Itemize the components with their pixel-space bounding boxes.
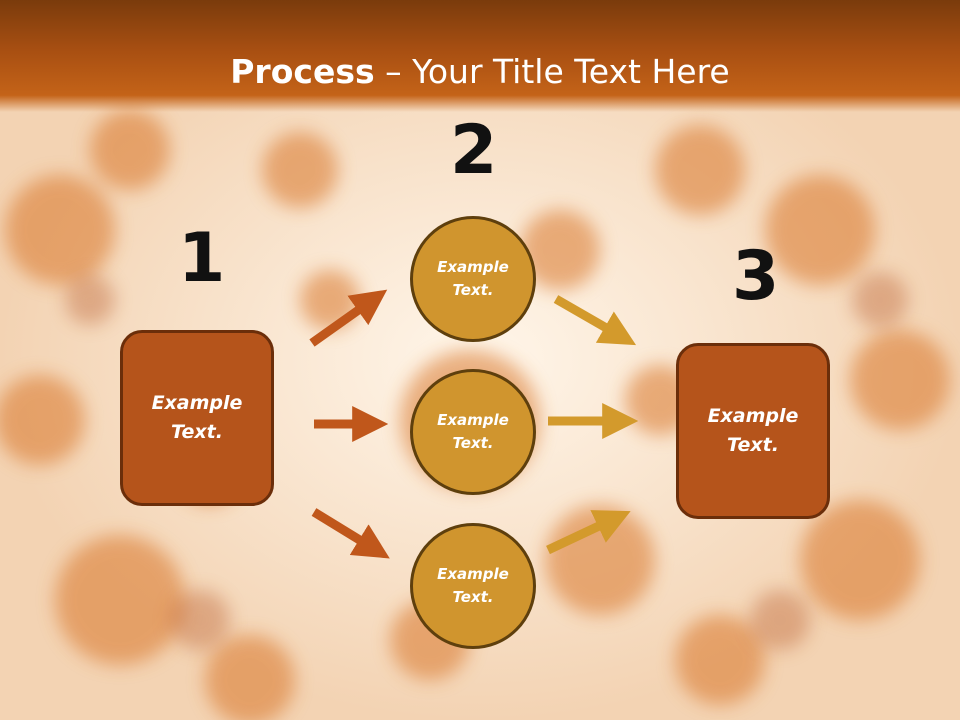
right-box-line1: Example: [707, 405, 799, 427]
step-number-2: 2: [450, 111, 498, 190]
circle-middle-text: Example Text.: [423, 409, 523, 455]
left-box: Example Text.: [120, 330, 274, 506]
right-box: Example Text.: [676, 343, 830, 519]
circle-top-line2: Text.: [452, 281, 494, 299]
step-number-1: 1: [178, 219, 226, 298]
left-box-line1: Example: [151, 392, 243, 414]
circle-middle-line1: Example: [437, 411, 509, 429]
slide-title: Process – Your Title Text Here: [0, 52, 960, 91]
left-box-line2: Text.: [171, 421, 223, 443]
circle-bottom-line1: Example: [437, 565, 509, 583]
circle-top: Example Text.: [410, 216, 536, 342]
arrow-right-down: [546, 510, 631, 555]
circle-bottom-line2: Text.: [452, 588, 494, 606]
right-box-line2: Text.: [727, 434, 779, 456]
title-bar: [0, 0, 960, 112]
step-number-3: 3: [732, 237, 780, 316]
circle-top-text: Example Text.: [423, 256, 523, 302]
circle-top-line1: Example: [437, 258, 509, 276]
arrow-left-down: [311, 508, 390, 559]
circle-bottom: Example Text.: [410, 523, 536, 649]
title-bold: Process: [230, 52, 375, 91]
right-box-text: Example Text.: [693, 402, 813, 460]
title-rest: – Your Title Text Here: [374, 52, 730, 91]
left-box-text: Example Text.: [137, 389, 257, 447]
circle-bottom-text: Example Text.: [423, 563, 523, 609]
circle-middle-line2: Text.: [452, 434, 494, 452]
circle-middle: Example Text.: [410, 369, 536, 495]
arrow-left-up: [309, 289, 388, 347]
arrow-right-up: [553, 295, 637, 346]
